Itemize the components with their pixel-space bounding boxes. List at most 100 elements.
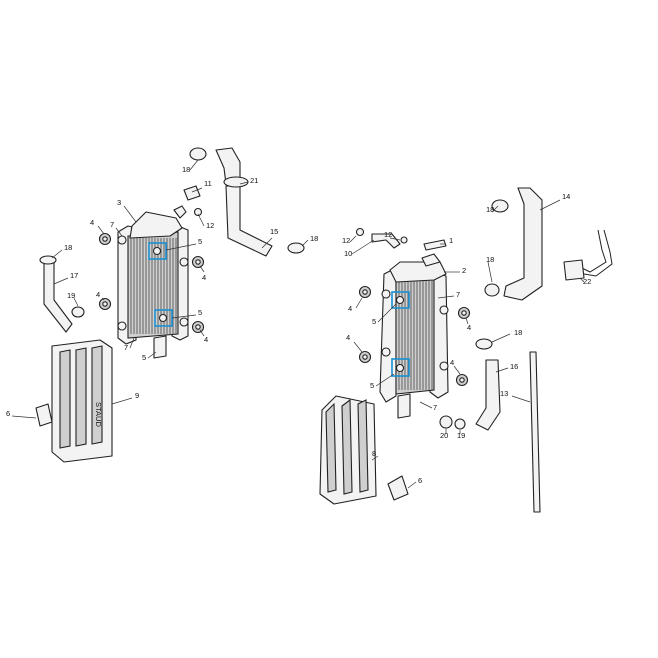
callout-5: 5	[198, 237, 202, 246]
callout-leader-22	[579, 277, 585, 283]
callout-7: 7	[124, 343, 128, 352]
callout-leader-17	[53, 277, 69, 285]
right-lower-fastener-highlight	[391, 358, 410, 377]
svg-text:STAUD: STAUD	[94, 402, 103, 427]
bolt-1[interactable]	[423, 239, 447, 251]
callout-4: 4	[450, 358, 454, 367]
left-grommets[interactable]	[98, 232, 205, 334]
left-upper-fastener-highlight	[148, 242, 167, 260]
callout-18: 18	[514, 328, 522, 337]
callout-20: 20	[440, 431, 448, 440]
callout-22: 22	[583, 277, 591, 286]
callout-leader-4	[101, 297, 105, 301]
callout-3: 3	[117, 198, 121, 207]
callout-18: 18	[310, 234, 318, 243]
callout-leader-11	[191, 187, 203, 193]
hose-clamp-18-right-low[interactable]	[475, 338, 493, 350]
callout-5: 5	[370, 381, 374, 390]
hose-10[interactable]	[371, 233, 401, 249]
right-radiator-grille[interactable]	[319, 395, 377, 505]
callout-16: 16	[510, 362, 518, 371]
callout-leader-7	[419, 401, 433, 409]
left-radiator-grille[interactable]: STAUD	[51, 339, 113, 463]
callout-leader-13	[511, 395, 531, 403]
callout-leader-18	[51, 249, 63, 259]
callout-leader-18	[491, 333, 511, 343]
callout-12: 12	[206, 221, 214, 230]
callout-leader-4	[453, 365, 461, 375]
callout-leader-10	[351, 239, 375, 255]
callout-leader-4	[199, 329, 205, 337]
callout-leader-18	[301, 239, 309, 247]
callout-leader-4	[465, 317, 469, 325]
upper-hose-21[interactable]	[215, 147, 273, 257]
callout-leader-18	[189, 159, 199, 171]
callout-leader-7	[115, 227, 123, 237]
callout-leader-4	[97, 225, 105, 235]
callout-leader-18	[487, 261, 493, 283]
sensor-22[interactable]	[563, 229, 613, 281]
callout-18: 18	[182, 165, 190, 174]
callout-leader-5	[375, 373, 395, 387]
callout-leader-6	[11, 415, 37, 419]
hose-clamp-18-right-mid[interactable]	[484, 283, 500, 297]
callout-leader-6	[407, 481, 417, 489]
callout-12: 12	[384, 230, 392, 239]
callout-leader-14	[539, 199, 561, 211]
callout-7: 7	[110, 220, 114, 229]
hose-clamp-18-left[interactable]	[39, 255, 57, 265]
right-hose-16[interactable]	[475, 359, 501, 431]
callout-leader-7	[437, 295, 455, 299]
callout-leader-4	[355, 297, 363, 309]
callout-leader-21	[239, 181, 249, 185]
callout-leader-12	[197, 213, 205, 227]
fitting-12-right-a[interactable]	[355, 227, 365, 237]
callout-leader-15	[261, 237, 273, 249]
callout-leader-12	[349, 235, 357, 243]
fitting-20[interactable]	[439, 415, 453, 429]
callout-10: 10	[344, 249, 352, 258]
callout-leader-5	[377, 303, 397, 323]
hose-clamp-18-top[interactable]	[189, 147, 207, 161]
callout-4: 4	[467, 323, 471, 332]
overflow-tube-13[interactable]	[529, 351, 541, 513]
callout-leader-3	[123, 205, 137, 223]
callout-4: 4	[202, 273, 206, 282]
callout-4: 4	[346, 333, 350, 342]
right-upper-fastener-highlight	[391, 291, 410, 309]
hose-clamp-18-mid[interactable]	[287, 242, 305, 254]
right-hose-14[interactable]	[503, 187, 543, 301]
callout-leader-18	[491, 205, 499, 213]
callout-5: 5	[372, 317, 376, 326]
callout-7: 7	[433, 403, 437, 412]
callout-15: 15	[270, 227, 278, 236]
right-radiator[interactable]	[379, 253, 449, 419]
callout-19: 19	[457, 431, 465, 440]
callout-5: 5	[198, 308, 202, 317]
right-grommets[interactable]	[358, 285, 471, 387]
fitting-19-right[interactable]	[454, 418, 466, 430]
left-bracket-6[interactable]	[35, 403, 53, 427]
fitting-12-left[interactable]	[193, 207, 203, 217]
callout-4: 4	[96, 290, 100, 299]
fitting-12-right-b[interactable]	[400, 236, 408, 244]
hose-clamp-18-right-top[interactable]	[491, 199, 509, 213]
callout-8: 8	[372, 449, 376, 458]
callout-21: 21	[250, 176, 258, 185]
right-bracket-6[interactable]	[387, 475, 409, 501]
vent-fitting-11[interactable]	[183, 185, 201, 201]
callout-leader-4	[353, 341, 363, 353]
callout-9: 9	[135, 391, 139, 400]
left-radiator[interactable]	[117, 205, 189, 359]
callout-leader-16	[495, 367, 509, 373]
callout-leader-9	[111, 397, 133, 405]
callout-leader-7	[129, 337, 135, 349]
callout-5: 5	[142, 353, 146, 362]
callout-18: 18	[486, 255, 494, 264]
callout-12: 12	[342, 236, 350, 245]
hose-clamp-19-left[interactable]	[71, 306, 85, 318]
callout-11: 11	[204, 179, 212, 188]
callout-leader-8	[371, 455, 379, 461]
